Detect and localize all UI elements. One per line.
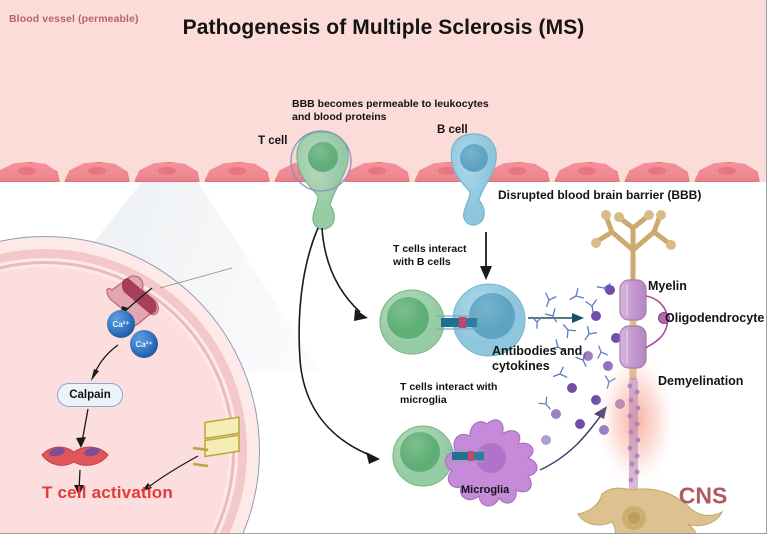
endothelial-cell-nucleus xyxy=(508,167,526,175)
antibodies-cytokines-label: Antibodies and cytokines xyxy=(492,344,583,373)
oligodendrocyte-label: Oligodendrocyte xyxy=(665,311,765,325)
endothelial-cell xyxy=(694,156,760,182)
calcium-ion: Ca²⁺ xyxy=(130,330,158,358)
myelin-sheath xyxy=(619,279,647,369)
endothelial-cell-nucleus xyxy=(438,167,456,175)
b-cell-label: B cell xyxy=(437,124,468,136)
arrow-tcell-to-bcell-site xyxy=(321,227,361,313)
endothelial-cell xyxy=(204,156,270,182)
endothelial-cell xyxy=(344,156,410,182)
calcium-ion: Ca²⁺ xyxy=(107,310,135,338)
endothelial-cell xyxy=(64,156,130,182)
blood-vessel-region xyxy=(0,0,766,182)
myelin-label: Myelin xyxy=(648,279,687,293)
arrow-microglia-to-neuron xyxy=(539,413,603,471)
microglia-label: Microglia xyxy=(461,484,510,496)
endothelial-cell xyxy=(624,156,690,182)
endothelial-cell xyxy=(0,156,60,182)
demyelination-label: Demyelination xyxy=(658,374,744,388)
t-cell-activation-label: T cell activation xyxy=(42,483,173,502)
t-microglia-interaction-label: T cells interact with microglia xyxy=(400,381,498,406)
cns-label: CNS xyxy=(678,482,728,509)
endothelial-cell xyxy=(274,156,340,182)
endothelial-cell xyxy=(484,156,550,182)
demyelination-glow xyxy=(594,348,678,492)
endothelial-cell xyxy=(134,156,200,182)
endothelial-cell-nucleus xyxy=(578,167,596,175)
endothelial-cell-nucleus xyxy=(158,167,176,175)
endothelial-cell-nucleus xyxy=(648,167,666,175)
endothelial-cell-nucleus xyxy=(368,167,386,175)
calpain-node: Calpain xyxy=(57,383,123,407)
page-title: Pathogenesis of Multiple Sclerosis (MS) xyxy=(182,16,585,39)
endothelial-cell-nucleus xyxy=(88,167,106,175)
endothelial-cell-nucleus xyxy=(298,167,316,175)
arrow-tcell-to-microglia xyxy=(298,227,373,457)
endothelial-cell xyxy=(554,156,620,182)
endothelial-cell-nucleus xyxy=(18,167,36,175)
bbb-permeability-note: BBB becomes permeable to leukocytes and … xyxy=(292,98,489,123)
t-cell-label: T cell xyxy=(258,135,288,147)
axon-demyelinated xyxy=(627,378,641,508)
neuron-dendrite-tips xyxy=(591,210,676,250)
endothelial-cell-nucleus xyxy=(718,167,736,175)
disrupted-bbb-label: Disrupted blood brain barrier (BBB) xyxy=(498,188,702,202)
endothelial-cell xyxy=(414,156,480,182)
blood-vessel-label: Blood vessel (permeable) xyxy=(9,13,139,25)
endothelial-cell-nucleus xyxy=(228,167,246,175)
t-b-interaction-label: T cells interact with B cells xyxy=(393,243,467,268)
neuron xyxy=(593,213,673,285)
